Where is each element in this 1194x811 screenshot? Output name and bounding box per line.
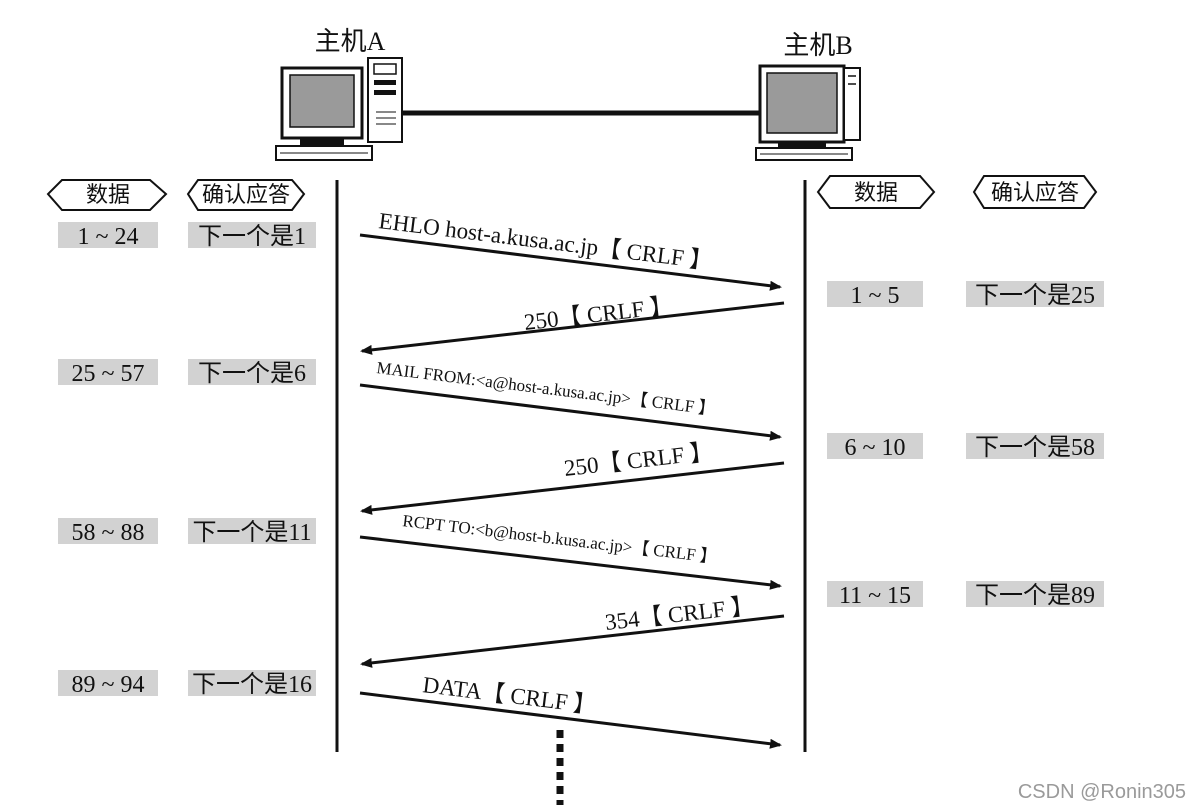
message-arrow-data bbox=[359, 691, 782, 749]
left-row-ack: 下一个是1 bbox=[198, 223, 306, 250]
right-ack-header: 确认应答 bbox=[991, 180, 1079, 205]
left-row: 58 ~ 88 下一个是11 bbox=[58, 518, 316, 546]
right-row-ack: 下一个是58 bbox=[975, 434, 1095, 461]
left-ack-header: 确认应答 bbox=[202, 182, 290, 207]
left-row-data: 25 ~ 57 bbox=[72, 361, 145, 387]
message-arrow-rcpt-to bbox=[359, 535, 782, 590]
left-row-ack: 下一个是11 bbox=[192, 519, 311, 546]
left-row-data: 89 ~ 94 bbox=[72, 672, 145, 698]
right-data-header-tag bbox=[816, 175, 936, 209]
host-b-computer-icon bbox=[755, 64, 861, 161]
message-arrow-ehlo bbox=[359, 233, 782, 291]
right-row-data: 1 ~ 5 bbox=[851, 283, 900, 309]
message-label-rcpt-to: RCPT TO:<b@host-b.kusa.ac.jp>【 CRLF 】 bbox=[402, 511, 718, 567]
host-b-label: 主机B bbox=[783, 31, 852, 60]
right-row-ack: 下一个是89 bbox=[975, 582, 1095, 609]
message-arrow-mail-from bbox=[359, 383, 782, 441]
left-row: 1 ~ 24 下一个是1 bbox=[58, 222, 316, 250]
left-data-header: 数据 bbox=[86, 182, 130, 207]
right-row-ack: 下一个是25 bbox=[975, 282, 1095, 309]
right-row-data: 6 ~ 10 bbox=[845, 435, 906, 461]
left-ack-header-tag bbox=[186, 179, 306, 211]
message-label-ehlo: EHLO host-a.kusa.ac.jp【 CRLF 】 bbox=[377, 208, 714, 274]
message-label-250-first: 250【 CRLF 】 bbox=[523, 293, 674, 335]
message-arrow-354 bbox=[360, 614, 785, 668]
message-arrow-250-second bbox=[360, 461, 785, 515]
right-data-header: 数据 bbox=[854, 180, 898, 205]
message-label-mail-from: MAIL FROM:<a@host-a.kusa.ac.jp>【 CRLF 】 bbox=[376, 358, 717, 419]
right-row-data: 11 ~ 15 bbox=[839, 583, 911, 609]
left-row-data: 58 ~ 88 bbox=[72, 520, 145, 546]
host-a-label: 主机A bbox=[315, 27, 386, 56]
left-row-ack: 下一个是6 bbox=[198, 360, 306, 387]
left-row: 89 ~ 94 下一个是16 bbox=[58, 670, 316, 698]
right-ack-header-tag bbox=[972, 175, 1098, 209]
left-row-ack: 下一个是16 bbox=[192, 671, 312, 698]
left-row: 25 ~ 57 下一个是6 bbox=[58, 359, 316, 387]
message-arrow-250-first bbox=[360, 301, 785, 355]
host-a-computer-icon bbox=[275, 57, 403, 161]
watermark: CSDN @Ronin305 bbox=[1018, 781, 1186, 803]
right-row: 6 ~ 10 下一个是58 bbox=[827, 433, 1104, 461]
left-data-header-tag bbox=[46, 179, 168, 211]
right-row: 11 ~ 15 下一个是89 bbox=[827, 581, 1104, 609]
left-row-data: 1 ~ 24 bbox=[78, 224, 139, 250]
right-row: 1 ~ 5 下一个是25 bbox=[827, 281, 1104, 309]
